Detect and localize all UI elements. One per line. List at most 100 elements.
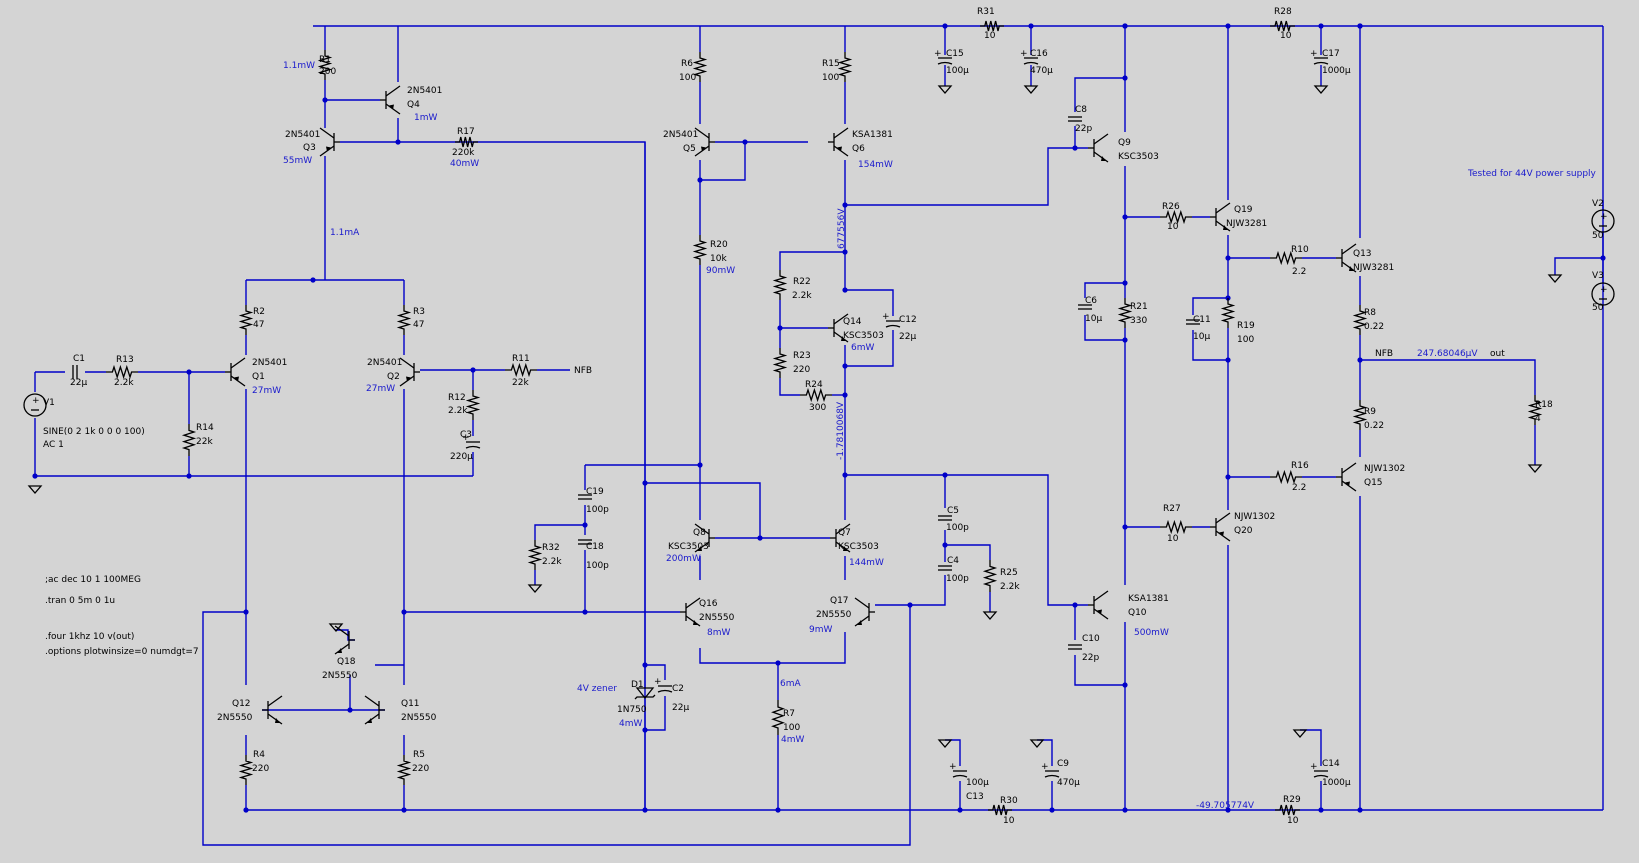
label-r16-value: 2.2	[1292, 483, 1306, 493]
resistor-r31	[980, 20, 1004, 32]
directive-tran[interactable]: .tran 0 5m 0 1u	[45, 596, 115, 606]
resistor-r30	[988, 804, 1012, 816]
resistor-body	[772, 270, 788, 300]
transistor-q7	[830, 523, 851, 553]
wire	[945, 544, 991, 560]
label-r31-value: 10	[984, 31, 996, 41]
label-output-voltage: 247.68046µV	[1417, 349, 1478, 359]
junction-dot	[401, 807, 407, 813]
source-plus: +	[1600, 285, 1608, 295]
label-r29-value: 10	[1287, 816, 1299, 826]
resistor-body	[1352, 305, 1368, 335]
label-c2-ref: C2	[672, 684, 684, 694]
bjt-arrow	[701, 146, 706, 152]
wire	[779, 378, 800, 396]
ground-symbol	[1527, 464, 1543, 473]
label-bottom-voltage: -49.705774V	[1196, 801, 1255, 811]
bjt-arrow	[1219, 531, 1224, 537]
ground-triangle	[937, 85, 953, 94]
label-r6-value: 100	[679, 73, 696, 83]
label-c14-value: 1000µ	[1322, 778, 1351, 788]
resistor-body	[1270, 469, 1302, 485]
resistor-r19	[1220, 298, 1236, 328]
label-c3-ref: C3	[460, 430, 472, 440]
wire	[335, 629, 355, 641]
label-c4-ref: C4	[947, 556, 959, 566]
transistor-q3	[319, 127, 340, 157]
resistor-body	[1220, 298, 1236, 328]
label-c11-ref: C11	[1193, 315, 1211, 325]
label-r19-value: 100	[1237, 335, 1254, 345]
capacitor-c19	[578, 494, 592, 500]
transistor-q4	[380, 85, 401, 115]
resistor-r17	[455, 136, 478, 148]
ground-triangle	[1527, 464, 1543, 473]
label-r5-ref: R5	[413, 750, 425, 760]
label-q14-part: KSC3503	[843, 331, 884, 341]
label-r7-current: 6mA	[780, 679, 801, 689]
cap-plus: +	[1020, 49, 1028, 59]
label-r2-ref: R2	[253, 307, 265, 317]
label-out-net: out	[1490, 349, 1505, 359]
label-q13-ref: Q13	[1353, 249, 1372, 259]
capacitor-c15: +	[934, 49, 953, 65]
bjt-collector	[267, 695, 283, 707]
label-q1-ref: Q1	[252, 372, 265, 382]
label-r13-ref: R13	[116, 355, 134, 365]
label-c14-ref: C14	[1322, 759, 1340, 769]
directive-four[interactable]: .four 1khz 10 v(out)	[45, 632, 134, 642]
junction-dot	[1318, 807, 1324, 813]
capacitor-c8	[1068, 116, 1082, 122]
cap-plus: +	[654, 677, 662, 687]
resistor-r28	[1270, 20, 1295, 32]
label-q3-part: 2N5401	[285, 130, 320, 140]
label-r29-ref: R29	[1283, 795, 1301, 805]
directive-ac[interactable]: ;ac dec 10 1 100MEG	[45, 575, 141, 585]
label-r12-value: 2.2k	[448, 406, 468, 416]
label-v1-ac: AC 1	[43, 440, 64, 450]
label-r12-ref: R12	[448, 393, 466, 403]
cap-plus: +	[934, 49, 942, 59]
label-r4-ref: R4	[253, 750, 265, 760]
wire	[699, 632, 846, 664]
resistor-body	[800, 387, 832, 403]
label-c1-value: 22µ	[70, 378, 87, 388]
bjt-arrow	[337, 648, 342, 653]
label-c16-value: 470µ	[1030, 66, 1053, 76]
wire	[1192, 330, 1228, 361]
bjt-arrow	[367, 718, 372, 723]
resistor-body	[771, 700, 785, 735]
capacitor-c10	[1068, 644, 1082, 650]
label-tested-note: Tested for 44V power supply	[1467, 169, 1597, 179]
ground-symbol	[982, 611, 998, 620]
bjt-collector	[835, 523, 851, 535]
transistor-q20	[1210, 512, 1231, 542]
capacitor-c12: +	[882, 312, 901, 328]
label-r6-ref: R6	[681, 59, 693, 69]
transistor-q16	[680, 597, 701, 627]
junction-dot	[777, 325, 783, 331]
resistor-r20	[692, 235, 708, 265]
resistor-body	[837, 52, 853, 82]
label-q3-power: 55mW	[283, 156, 312, 166]
transistor-q12	[262, 695, 283, 725]
resistor-r14	[181, 424, 197, 456]
cap-plus: +	[462, 433, 470, 443]
bjt-arrow	[857, 620, 862, 625]
bjt-arrow	[843, 546, 848, 551]
label-r30-value: 10	[1003, 816, 1015, 826]
resistor-body	[505, 362, 537, 378]
label-r14-ref: R14	[196, 423, 214, 433]
capacitor-c18	[578, 539, 592, 545]
label-r28-value: 10	[1280, 31, 1292, 41]
label-c3-value: 220µ	[450, 452, 473, 462]
wire	[845, 147, 1088, 206]
cap-plate	[937, 61, 953, 65]
bjt-collector	[230, 357, 246, 369]
transistor-q13	[1336, 243, 1357, 273]
label-v3-value: 50	[1592, 303, 1604, 313]
bjt-collector	[334, 625, 350, 637]
resistor-r7	[771, 700, 785, 735]
directive-options[interactable]: .options plotwinsize=0 numdgt=7	[45, 647, 199, 657]
label-r11-value: 22k	[512, 378, 529, 388]
